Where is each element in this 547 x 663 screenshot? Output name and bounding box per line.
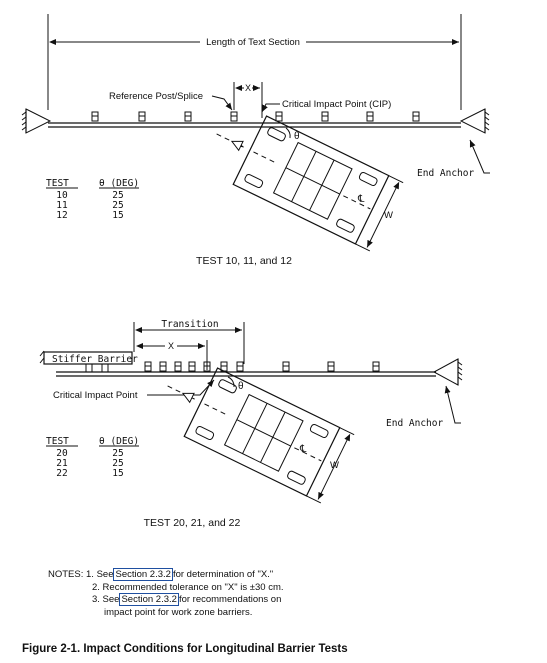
test-value: 12 xyxy=(56,210,67,221)
end-anchor-label-top: End Anchor xyxy=(417,168,474,179)
x-label-bottom: X xyxy=(168,341,174,351)
test-value: 21 xyxy=(56,458,68,469)
angle-value: 15 xyxy=(112,210,123,221)
angle-value: 15 xyxy=(112,468,123,479)
note-1-text: 1. See xyxy=(86,569,114,580)
posts-bottom xyxy=(85,361,380,373)
w-label-top: W xyxy=(384,210,393,221)
test-table-bottom: TEST θ (DEG) 20 21 22 25 25 15 xyxy=(46,436,139,479)
caption-top: TEST 10, 11, and 12 xyxy=(196,255,292,267)
top-diagram xyxy=(21,14,490,252)
stiffer-barrier-label: Stiffer Barrier xyxy=(52,354,138,365)
test-header-top: TEST xyxy=(46,178,69,189)
x-label-top: X xyxy=(245,83,251,93)
test-value: 10 xyxy=(56,190,68,201)
note-1-rest: for determination of "X." xyxy=(172,569,274,580)
note-3-cont-text: impact point for work zone barriers. xyxy=(104,606,253,618)
note-3-rest: for recommendations on xyxy=(178,594,282,605)
angle-value: 25 xyxy=(112,458,123,469)
note-2-text: 2. Recommended tolerance on "X" is ±30 c… xyxy=(92,581,284,593)
end-anchor-label-bottom: End Anchor xyxy=(386,418,443,429)
vehicle-bottom xyxy=(167,367,355,504)
right-end-anchor xyxy=(459,108,486,134)
reference-label: Reference Post/Splice xyxy=(109,91,203,102)
angle-header-bottom: θ (DEG) xyxy=(99,436,139,447)
length-label: Length of Text Section xyxy=(206,37,300,48)
bottom-diagram xyxy=(39,322,463,504)
angle-value: 25 xyxy=(112,448,123,459)
angle-value: 25 xyxy=(112,190,123,201)
test-header-bottom: TEST xyxy=(46,436,69,447)
theta-label-top: θ xyxy=(294,131,300,142)
note-3-cont: impact point for work zone barriers. xyxy=(48,607,284,620)
section-link-2[interactable]: Section 2.3.2 xyxy=(119,593,179,606)
w-label-bottom: W xyxy=(330,460,339,471)
note-2: 2. Recommended tolerance on "X" is ±30 c… xyxy=(48,582,284,595)
posts-top xyxy=(91,111,420,122)
cip-label-bottom: Critical Impact Point xyxy=(53,390,138,401)
test-table-top: TEST θ (DEG) 10 11 12 25 25 15 xyxy=(46,178,139,221)
test-value: 22 xyxy=(56,468,67,479)
transition-label: Transition xyxy=(161,319,218,330)
test-value: 11 xyxy=(56,200,68,211)
theta-label-bottom: θ xyxy=(238,381,244,392)
end-anchor-bottom xyxy=(432,358,459,386)
section-link-1[interactable]: Section 2.3.2 xyxy=(113,568,173,581)
cip-label-top: Critical Impact Point (CIP) xyxy=(282,99,391,110)
angle-header-top: θ (DEG) xyxy=(99,178,139,189)
note-3-text: 3. See xyxy=(92,594,120,605)
notes-prefix: NOTES: xyxy=(48,569,84,580)
angle-value: 25 xyxy=(112,200,123,211)
centerline-label-bottom: ℄ xyxy=(299,444,307,455)
centerline-label-top: ℄ xyxy=(357,194,365,205)
vehicle-top xyxy=(216,115,404,252)
test-value: 20 xyxy=(56,448,68,459)
caption-bottom: TEST 20, 21, and 22 xyxy=(144,517,241,529)
left-end-anchor xyxy=(25,108,52,134)
figure-caption: Figure 2-1. Impact Conditions for Longit… xyxy=(22,643,348,655)
